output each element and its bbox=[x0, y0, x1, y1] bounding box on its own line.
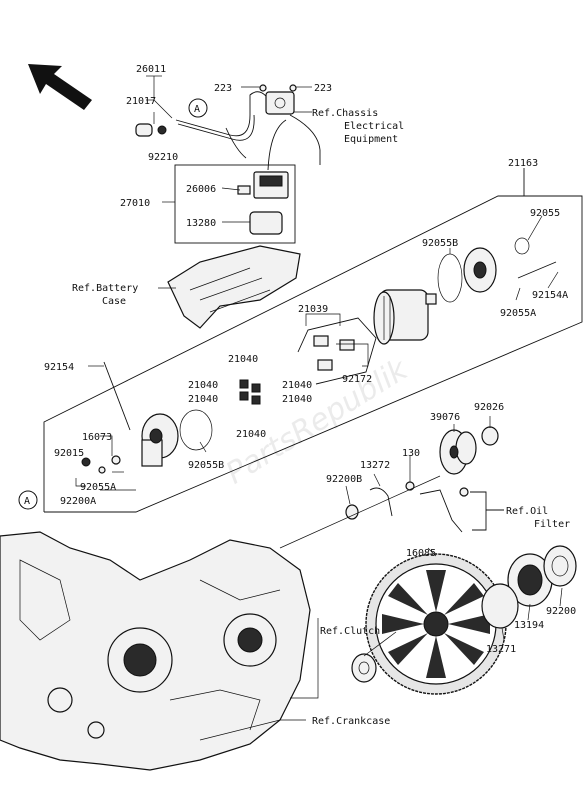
label-92026: 92026 bbox=[474, 402, 504, 413]
o-ring-92055B-low bbox=[179, 409, 213, 451]
label-92154a: 92154A bbox=[532, 290, 568, 301]
o-ring-92055B-top bbox=[437, 253, 463, 303]
label-ref-battery-1: Ref.Battery bbox=[72, 283, 138, 294]
relay-frame bbox=[174, 164, 296, 244]
label-ref-chassis-1: Ref.Chassis bbox=[312, 108, 378, 119]
label-ref-chassis-2: Electrical bbox=[344, 121, 404, 132]
relay-bracket bbox=[265, 91, 295, 115]
label-ref-chassis-3: Equipment bbox=[344, 134, 398, 145]
starter-ring-gear bbox=[365, 553, 507, 695]
label-21040-2: 21040 bbox=[188, 380, 218, 391]
label-21040-3: 21040 bbox=[282, 380, 312, 391]
bolt-21017 bbox=[135, 123, 167, 137]
end-cover bbox=[463, 247, 497, 293]
direction-arrow-icon bbox=[28, 64, 92, 110]
nut-92015 bbox=[81, 457, 91, 467]
label-223-b: 223 bbox=[314, 83, 332, 94]
starter-relay bbox=[249, 171, 289, 235]
label-21039: 21039 bbox=[298, 304, 328, 315]
label-92055b-low: 92055B bbox=[188, 460, 224, 471]
label-92200b: 92200B bbox=[326, 474, 362, 485]
bolt-92154 bbox=[103, 361, 131, 431]
crankcase bbox=[0, 531, 311, 771]
shaft bbox=[279, 475, 441, 549]
label-92200a: 92200A bbox=[60, 496, 96, 507]
label-21040-6: 21040 bbox=[236, 429, 266, 440]
label-92172: 92172 bbox=[342, 374, 372, 385]
oil-filter-bracket bbox=[419, 487, 504, 533]
label-27010: 27010 bbox=[120, 198, 150, 209]
terminal-16073 bbox=[111, 455, 121, 465]
label-ref-battery-2: Case bbox=[102, 296, 126, 307]
starter-motor bbox=[373, 289, 437, 345]
label-21040-5: 21040 bbox=[282, 394, 312, 405]
label-92055: 92055 bbox=[530, 208, 560, 219]
washer-13271 bbox=[481, 583, 519, 629]
plate-92200 bbox=[543, 545, 577, 587]
front-cover bbox=[141, 413, 179, 467]
label-ref-oil-1: Ref.Oil bbox=[506, 506, 548, 517]
battery-case bbox=[167, 245, 301, 329]
label-16073: 16073 bbox=[82, 432, 112, 443]
label-ref-oil-2: Filter bbox=[534, 519, 570, 530]
label-21040-4: 21040 bbox=[188, 394, 218, 405]
idle-gear bbox=[439, 429, 477, 475]
bushing-92026 bbox=[481, 426, 499, 446]
label-130: 130 bbox=[402, 448, 420, 459]
label-26011: 26011 bbox=[136, 64, 166, 75]
svg-text:A: A bbox=[24, 496, 30, 507]
callout-a-bottom: A bbox=[18, 490, 38, 510]
bolt-130 bbox=[405, 481, 415, 491]
part-labels: 26011 223 223 21017 92210 Ref.Chassis El… bbox=[44, 64, 576, 727]
leader-lines bbox=[75, 75, 563, 741]
label-21163: 21163 bbox=[508, 158, 538, 169]
clutch-washer bbox=[351, 653, 377, 683]
label-13271: 13271 bbox=[486, 644, 516, 655]
label-92200: 92200 bbox=[546, 606, 576, 617]
label-16085: 16085 bbox=[406, 548, 436, 559]
label-92055a-left: 92055A bbox=[80, 482, 116, 493]
label-92015: 92015 bbox=[54, 448, 84, 459]
label-26006: 26006 bbox=[186, 184, 216, 195]
label-92154: 92154 bbox=[44, 362, 74, 373]
label-21017: 21017 bbox=[126, 96, 156, 107]
callout-a-top: A bbox=[188, 98, 208, 118]
label-223-a: 223 bbox=[214, 83, 232, 94]
label-ref-crankcase: Ref.Crankcase bbox=[312, 716, 390, 727]
washer-92200B bbox=[345, 504, 359, 520]
label-13194: 13194 bbox=[514, 620, 544, 631]
exploded-frame bbox=[43, 168, 583, 513]
label-ref-clutch: Ref.Clutch bbox=[320, 626, 380, 637]
o-ring-92055 bbox=[514, 237, 530, 255]
bolt-223 bbox=[259, 84, 297, 92]
label-39076: 39076 bbox=[430, 412, 460, 423]
label-92055b-top: 92055B bbox=[422, 238, 458, 249]
bolt-92154A bbox=[517, 261, 557, 279]
label-92210: 92210 bbox=[148, 152, 178, 163]
brush-holder bbox=[297, 317, 377, 385]
label-21040-1: 21040 bbox=[228, 354, 258, 365]
bracket-13272 bbox=[369, 487, 393, 517]
brushes-21040 bbox=[239, 379, 261, 405]
svg-text:A: A bbox=[194, 104, 200, 115]
label-92055a-right: 92055A bbox=[500, 308, 536, 319]
label-13280: 13280 bbox=[186, 218, 216, 229]
label-13272: 13272 bbox=[360, 460, 390, 471]
washer-92055A bbox=[98, 466, 106, 474]
starter-cable bbox=[175, 91, 321, 171]
